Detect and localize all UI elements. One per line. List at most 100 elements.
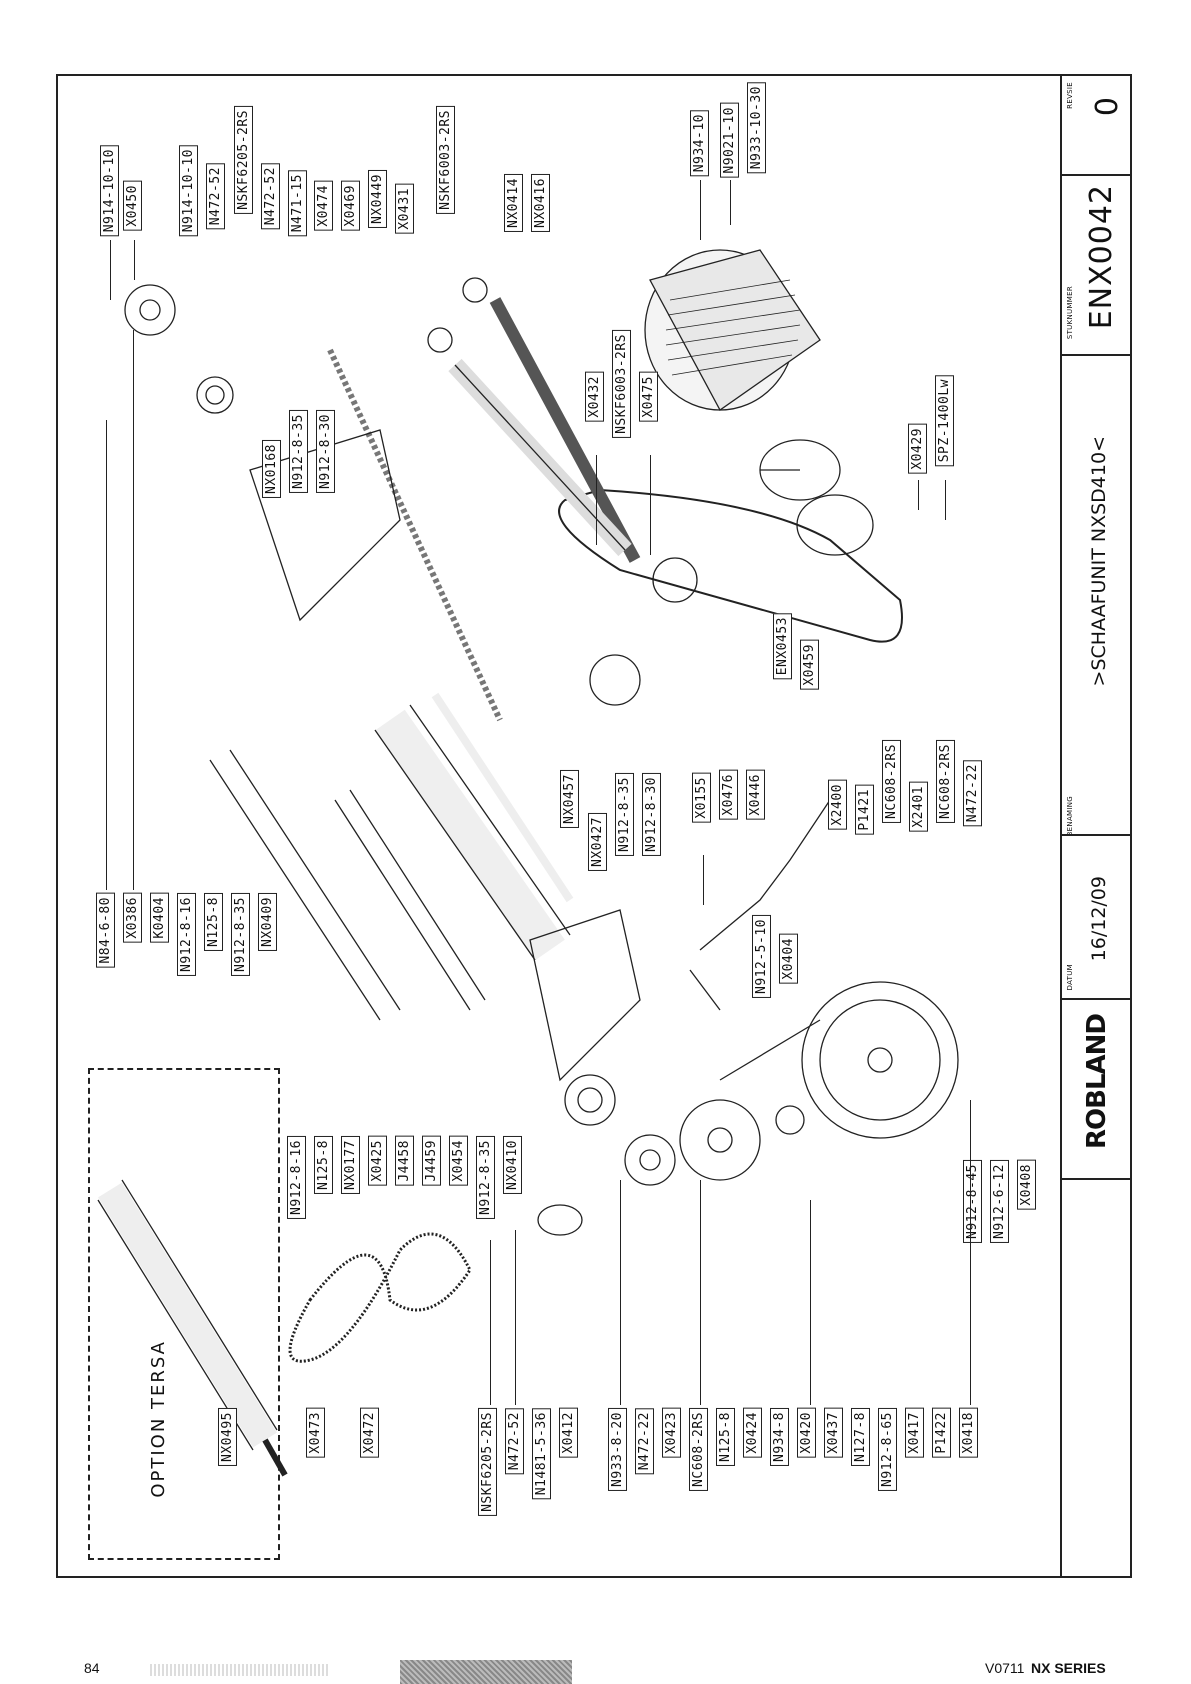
part-label: N912-8-16 bbox=[177, 893, 196, 976]
part-label: NSKF6205-2RS bbox=[478, 1408, 497, 1516]
part-label: NX0457 bbox=[560, 770, 579, 828]
part-label: X0431 bbox=[395, 184, 414, 234]
leader-line bbox=[700, 1180, 701, 1405]
part-label: N934-10 bbox=[690, 110, 709, 177]
leader-line bbox=[134, 240, 135, 280]
part-number-label: STUKNUMMER bbox=[1066, 286, 1074, 340]
part-label: X0425 bbox=[368, 1136, 387, 1186]
part-label: N472-52 bbox=[206, 163, 225, 230]
belt-illustration bbox=[558, 488, 903, 643]
leader-line bbox=[918, 480, 919, 510]
brand-logo: ROBLAND bbox=[1082, 1014, 1112, 1149]
part-label: X0408 bbox=[1017, 1160, 1036, 1210]
part-label: NX0409 bbox=[258, 893, 277, 951]
part-label: NSKF6003-2RS bbox=[436, 106, 455, 214]
bracket-illustration bbox=[249, 429, 401, 622]
leader-line bbox=[703, 855, 704, 905]
part-label: N912-8-35 bbox=[289, 410, 308, 493]
part-label: SPZ-1400Lw bbox=[935, 375, 954, 467]
part-label: N912-8-30 bbox=[316, 410, 335, 493]
part-label: X0386 bbox=[123, 893, 142, 943]
leader-line bbox=[106, 420, 107, 890]
revision-cell: REVSIE 0 bbox=[1062, 76, 1130, 174]
part-label: NX0410 bbox=[503, 1136, 522, 1194]
option-title: OPTION TERSA bbox=[148, 1340, 169, 1498]
empty-cell bbox=[1062, 1178, 1130, 1580]
part-label: X0155 bbox=[692, 773, 711, 823]
part-label: X0417 bbox=[905, 1408, 924, 1458]
part-label: ENX0453 bbox=[773, 613, 792, 680]
series-name: NX SERIES bbox=[1031, 1660, 1106, 1676]
part-label: X0469 bbox=[341, 181, 360, 231]
part-label: X0404 bbox=[779, 934, 798, 984]
series-code: V0711 bbox=[985, 1660, 1025, 1676]
part-label: N9021-10 bbox=[720, 103, 739, 178]
date-cell: DATUM 16/12/09 bbox=[1062, 834, 1130, 998]
option-box: OPTION TERSA bbox=[88, 1068, 280, 1560]
part-label: N934-8 bbox=[770, 1408, 789, 1466]
part-label: K0404 bbox=[150, 893, 169, 943]
leader-line bbox=[110, 240, 111, 300]
leader-line bbox=[650, 455, 651, 555]
part-label: NX0168 bbox=[262, 440, 281, 498]
part-label: N914-10-10 bbox=[100, 145, 119, 237]
part-label: N472-22 bbox=[963, 760, 982, 827]
big-pulley-illustration bbox=[801, 981, 959, 1139]
part-label: X0473 bbox=[306, 1408, 325, 1458]
part-label: NSKF6205-2RS bbox=[234, 106, 253, 214]
part-label: N472-22 bbox=[635, 1408, 654, 1475]
part-label: N912-6-12 bbox=[990, 1160, 1009, 1243]
part-label: X0450 bbox=[123, 181, 142, 231]
revision-value: 0 bbox=[1090, 96, 1125, 117]
part-label: X0475 bbox=[639, 372, 658, 422]
part-label: NC608-2RS bbox=[936, 740, 955, 823]
part-label: N912-5-10 bbox=[752, 915, 771, 998]
part-label: NX0414 bbox=[504, 174, 523, 232]
part-label: X2400 bbox=[828, 780, 847, 830]
part-label: N125-8 bbox=[204, 893, 223, 951]
part-label: N912-8-45 bbox=[963, 1160, 982, 1243]
part-number-cell: STUKNUMMER ENX0042 bbox=[1062, 174, 1130, 354]
part-label: X0418 bbox=[959, 1408, 978, 1458]
leader-line bbox=[596, 455, 597, 545]
part-label: X0454 bbox=[449, 1136, 468, 1186]
leader-line bbox=[133, 330, 134, 890]
part-label: N933-8-20 bbox=[608, 1408, 627, 1491]
revision-label: REVSIE bbox=[1066, 82, 1074, 109]
title-block: REVSIE 0 STUKNUMMER ENX0042 BENAMING >SC… bbox=[1060, 74, 1132, 1578]
part-label: N912-8-35 bbox=[476, 1136, 495, 1219]
part-label: NC608-2RS bbox=[689, 1408, 708, 1491]
part-label: N127-8 bbox=[851, 1408, 870, 1466]
part-label: X0474 bbox=[314, 181, 333, 231]
part-label: N472-52 bbox=[505, 1408, 524, 1475]
part-label: N125-8 bbox=[716, 1408, 735, 1466]
date-value: 16/12/09 bbox=[1088, 876, 1110, 962]
part-label: N1481-5-36 bbox=[532, 1408, 551, 1500]
leader-line bbox=[515, 1230, 516, 1405]
part-label: NX0177 bbox=[341, 1136, 360, 1194]
name-cell: BENAMING >SCHAAFUNIT NXSD410< bbox=[1062, 354, 1130, 837]
part-label: N912-8-30 bbox=[642, 773, 661, 856]
part-label: NSKF6003-2RS bbox=[612, 330, 631, 438]
part-label: N912-8-16 bbox=[287, 1136, 306, 1219]
part-label: NX0449 bbox=[368, 170, 387, 228]
feed-screw-illustration bbox=[489, 297, 641, 563]
part-label: NX0495 bbox=[218, 1408, 237, 1466]
leader-line bbox=[490, 1240, 491, 1405]
part-label: X0412 bbox=[559, 1408, 578, 1458]
motor-illustration bbox=[644, 249, 841, 501]
footer-bar bbox=[400, 1660, 572, 1684]
part-label: X0446 bbox=[746, 770, 765, 820]
blurred-footer-text bbox=[150, 1664, 330, 1676]
part-label: N912-8-35 bbox=[615, 773, 634, 856]
part-label: X0472 bbox=[360, 1408, 379, 1458]
part-label: N914-10-10 bbox=[179, 145, 198, 237]
part-label: J4459 bbox=[422, 1136, 441, 1186]
part-label: N125-8 bbox=[314, 1136, 333, 1194]
name-label: BENAMING bbox=[1066, 796, 1074, 837]
chain-illustration bbox=[288, 1232, 472, 1363]
part-label: X0476 bbox=[719, 770, 738, 820]
part-label: P1421 bbox=[855, 785, 874, 835]
cutterblock-illustration bbox=[327, 348, 503, 722]
